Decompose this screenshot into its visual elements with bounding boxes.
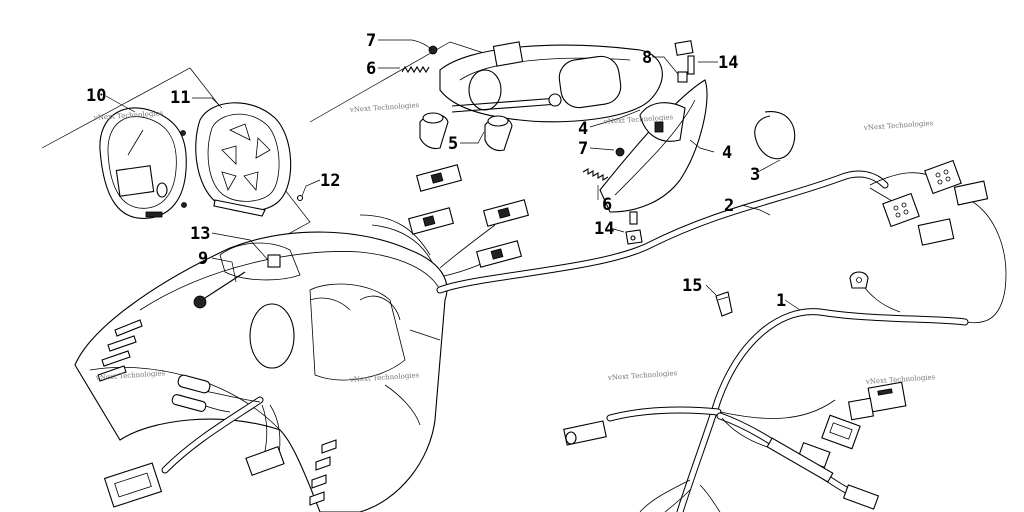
harness-sleeve xyxy=(766,437,834,483)
callout-6-lower: 6 xyxy=(602,195,612,215)
callout-14-top: 14 xyxy=(718,53,738,73)
spring-6-lower xyxy=(582,168,609,181)
callout-numbers: 1 2 3 4 4 5 6 6 7 7 8 9 10 11 12 13 14 1… xyxy=(86,31,786,311)
harness-1 xyxy=(606,281,969,512)
callout-9: 9 xyxy=(198,249,208,269)
headlight-housing-upper xyxy=(439,41,663,123)
clip-15 xyxy=(715,291,733,317)
callout-3: 3 xyxy=(750,165,760,185)
callout-5: 5 xyxy=(448,134,458,154)
clip-8 xyxy=(677,71,688,83)
callout-1: 1 xyxy=(776,291,786,311)
screw-12 xyxy=(296,194,304,202)
callout-11: 11 xyxy=(170,88,190,108)
plug-r xyxy=(171,394,207,412)
callout-6-top: 6 xyxy=(366,59,376,79)
gauge-bezel xyxy=(195,102,292,217)
connector-e xyxy=(924,159,962,195)
spring-6-top xyxy=(401,65,430,74)
gauge-cluster xyxy=(99,107,187,219)
callout-7-top: 7 xyxy=(366,31,376,51)
connector-o xyxy=(103,462,163,508)
callout-2: 2 xyxy=(724,196,734,216)
watermark: vNext Technologies xyxy=(607,369,678,382)
screw-7-lower xyxy=(615,147,625,157)
leader-lines xyxy=(105,39,801,311)
ring-clip-3 xyxy=(754,111,796,160)
connector-h xyxy=(917,218,955,246)
bulb-socket-left xyxy=(419,112,449,150)
callout-13: 13 xyxy=(190,224,210,244)
connector-a xyxy=(415,164,463,192)
hood-body xyxy=(74,231,448,512)
bolt-9 xyxy=(193,271,246,309)
callout-4-right: 4 xyxy=(722,143,732,163)
bracket-14-top xyxy=(674,40,695,75)
connector-i xyxy=(563,420,607,446)
callout-10: 10 xyxy=(86,86,106,106)
plug-q xyxy=(177,374,211,394)
connector-p xyxy=(245,446,285,476)
light-group-outline xyxy=(309,41,491,123)
bracket-14-lower xyxy=(625,211,643,245)
connector-g xyxy=(953,180,989,206)
callout-12: 12 xyxy=(320,171,340,191)
callout-8: 8 xyxy=(642,48,652,68)
connector-l xyxy=(821,414,861,450)
harness-2 xyxy=(359,170,889,294)
callout-14-lower: 14 xyxy=(594,219,614,239)
ring-terminal xyxy=(849,271,869,289)
headlight-housing-lower xyxy=(599,79,708,213)
screw-7-top xyxy=(428,45,438,55)
callout-7-lower: 7 xyxy=(578,139,588,159)
callout-4-left: 4 xyxy=(578,119,588,139)
connector-b xyxy=(407,207,455,235)
vent-slots xyxy=(97,319,337,506)
connector-n xyxy=(842,484,880,510)
watermark: vNext Technologies xyxy=(349,101,420,114)
watermark: vNext Technologies xyxy=(863,119,934,132)
callout-15: 15 xyxy=(682,276,702,296)
connector-f xyxy=(882,192,920,228)
bulb-socket-right xyxy=(484,115,513,152)
connector-j xyxy=(867,381,907,413)
connector-k xyxy=(847,397,875,421)
connector-d xyxy=(475,240,523,268)
connector-c xyxy=(482,199,530,227)
